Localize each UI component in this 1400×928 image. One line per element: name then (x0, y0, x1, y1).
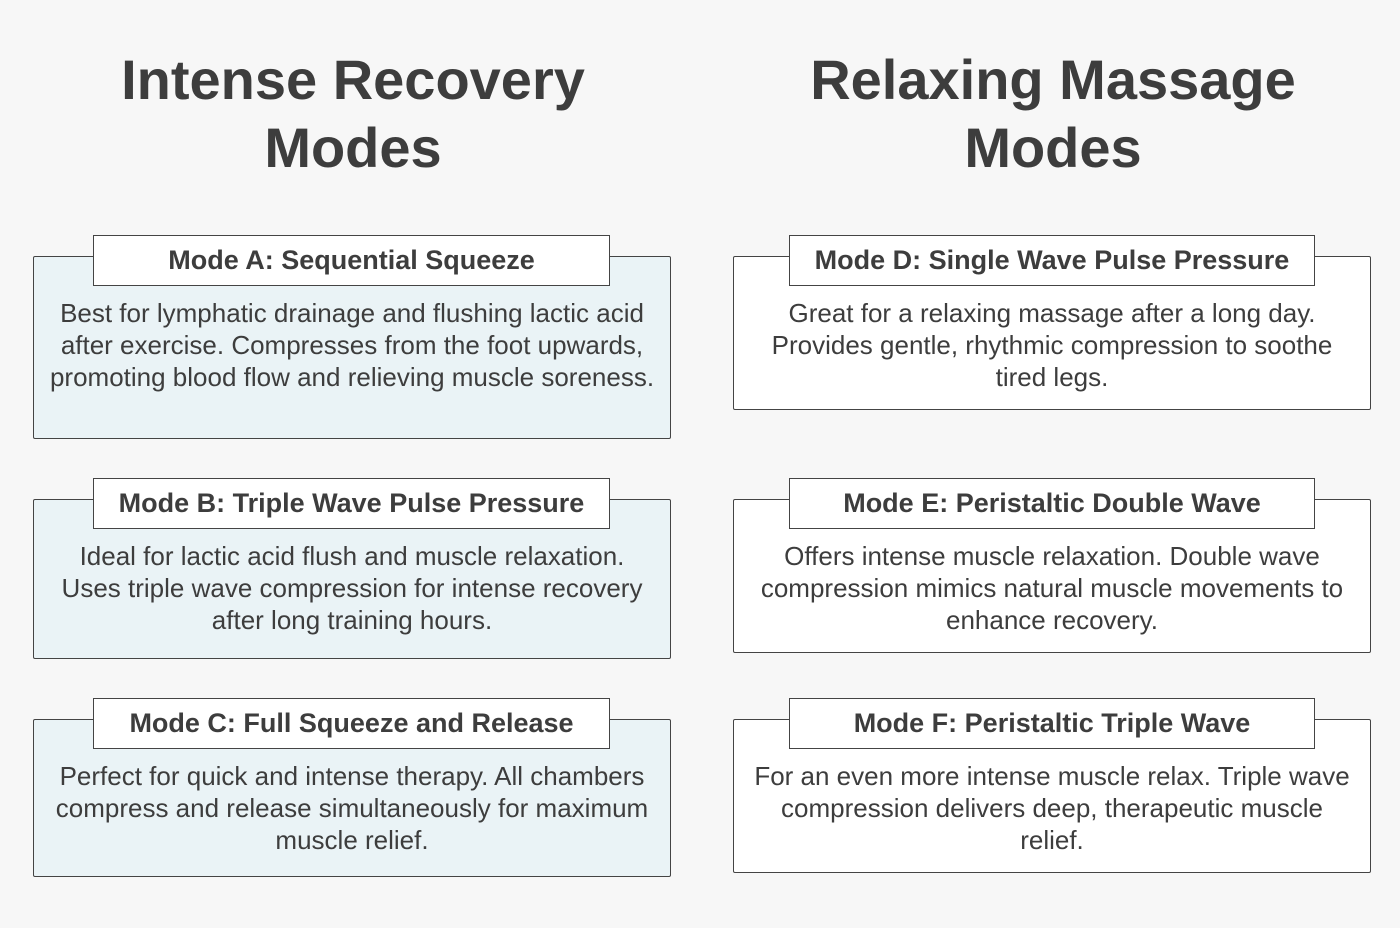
mode-c-label: Mode C: Full Squeeze and Release (93, 698, 610, 749)
mode-description: Perfect for quick and intense therapy. A… (55, 761, 649, 855)
mode-a-label: Mode A: Sequential Squeeze (93, 235, 610, 286)
mode-description: Offers intense muscle relaxation. Double… (760, 541, 1344, 635)
mode-d-label: Mode D: Single Wave Pulse Pressure (789, 235, 1315, 286)
title-line: Modes (264, 116, 442, 179)
mode-e-label: Mode E: Peristaltic Double Wave (789, 478, 1315, 529)
title-line: Relaxing Massage (810, 48, 1296, 111)
title-line: Intense Recovery (121, 48, 585, 111)
intense-recovery-title: Intense Recovery Modes (3, 46, 703, 182)
relaxing-massage-title: Relaxing Massage Modes (703, 46, 1400, 182)
mode-description: Ideal for lactic acid flush and muscle r… (61, 541, 643, 635)
mode-f-label: Mode F: Peristaltic Triple Wave (789, 698, 1315, 749)
mode-description: Best for lymphatic drainage and flushing… (49, 298, 655, 392)
mode-a-card: Best for lymphatic drainage and flushing… (33, 256, 671, 439)
mode-description: For an even more intense muscle relax. T… (754, 761, 1350, 855)
title-line: Modes (964, 116, 1142, 179)
mode-description: Great for a relaxing massage after a lon… (771, 298, 1333, 392)
mode-b-label: Mode B: Triple Wave Pulse Pressure (93, 478, 610, 529)
